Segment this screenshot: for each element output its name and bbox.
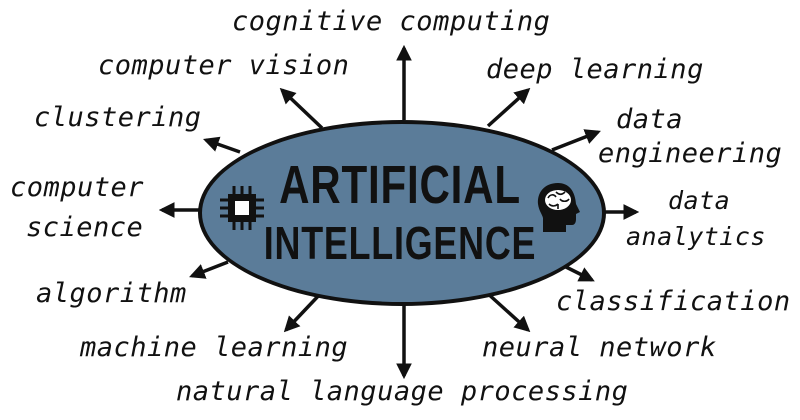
arrow-algorithm <box>189 260 229 279</box>
topic-computer-science-line1: computer <box>10 172 145 203</box>
arrow-deep-learning <box>486 87 531 128</box>
topic-natural-language-processing: natural language processing <box>176 376 629 407</box>
central-ellipse: ARTIFICIAL INTELLIGENCE <box>198 120 606 306</box>
chip-icon <box>220 186 264 230</box>
topic-data-analytics-line1: data <box>668 186 731 215</box>
topic-deep-learning: deep learning <box>486 54 704 85</box>
arrow-data-engineering <box>551 129 601 152</box>
topic-data-engineering-line1: data <box>616 104 684 135</box>
topic-clustering: clustering <box>34 102 202 133</box>
ellipse-shape <box>198 120 606 306</box>
title-intelligence: INTELLIGENCE <box>263 217 537 269</box>
topic-machine-learning: machine learning <box>80 332 349 363</box>
arrow-neural-network <box>484 290 531 333</box>
title-artificial: ARTIFICIAL <box>279 155 521 215</box>
arrow-clustering <box>203 136 241 154</box>
arrow-computer-vision <box>279 87 324 130</box>
topic-algorithm: algorithm <box>36 278 187 309</box>
topic-cognitive-computing: cognitive computing <box>232 6 551 37</box>
topic-data-analytics-line2: analytics <box>626 222 766 251</box>
topic-computer-science-line2: science <box>26 212 144 243</box>
topic-computer-vision: computer vision <box>98 50 350 81</box>
topic-classification: classification <box>556 286 791 317</box>
brain-head-icon <box>537 183 580 232</box>
arrow-machine-learning <box>283 290 324 333</box>
topic-data-engineering-line2: engineering <box>598 138 783 169</box>
topic-neural-network: neural network <box>482 332 717 363</box>
